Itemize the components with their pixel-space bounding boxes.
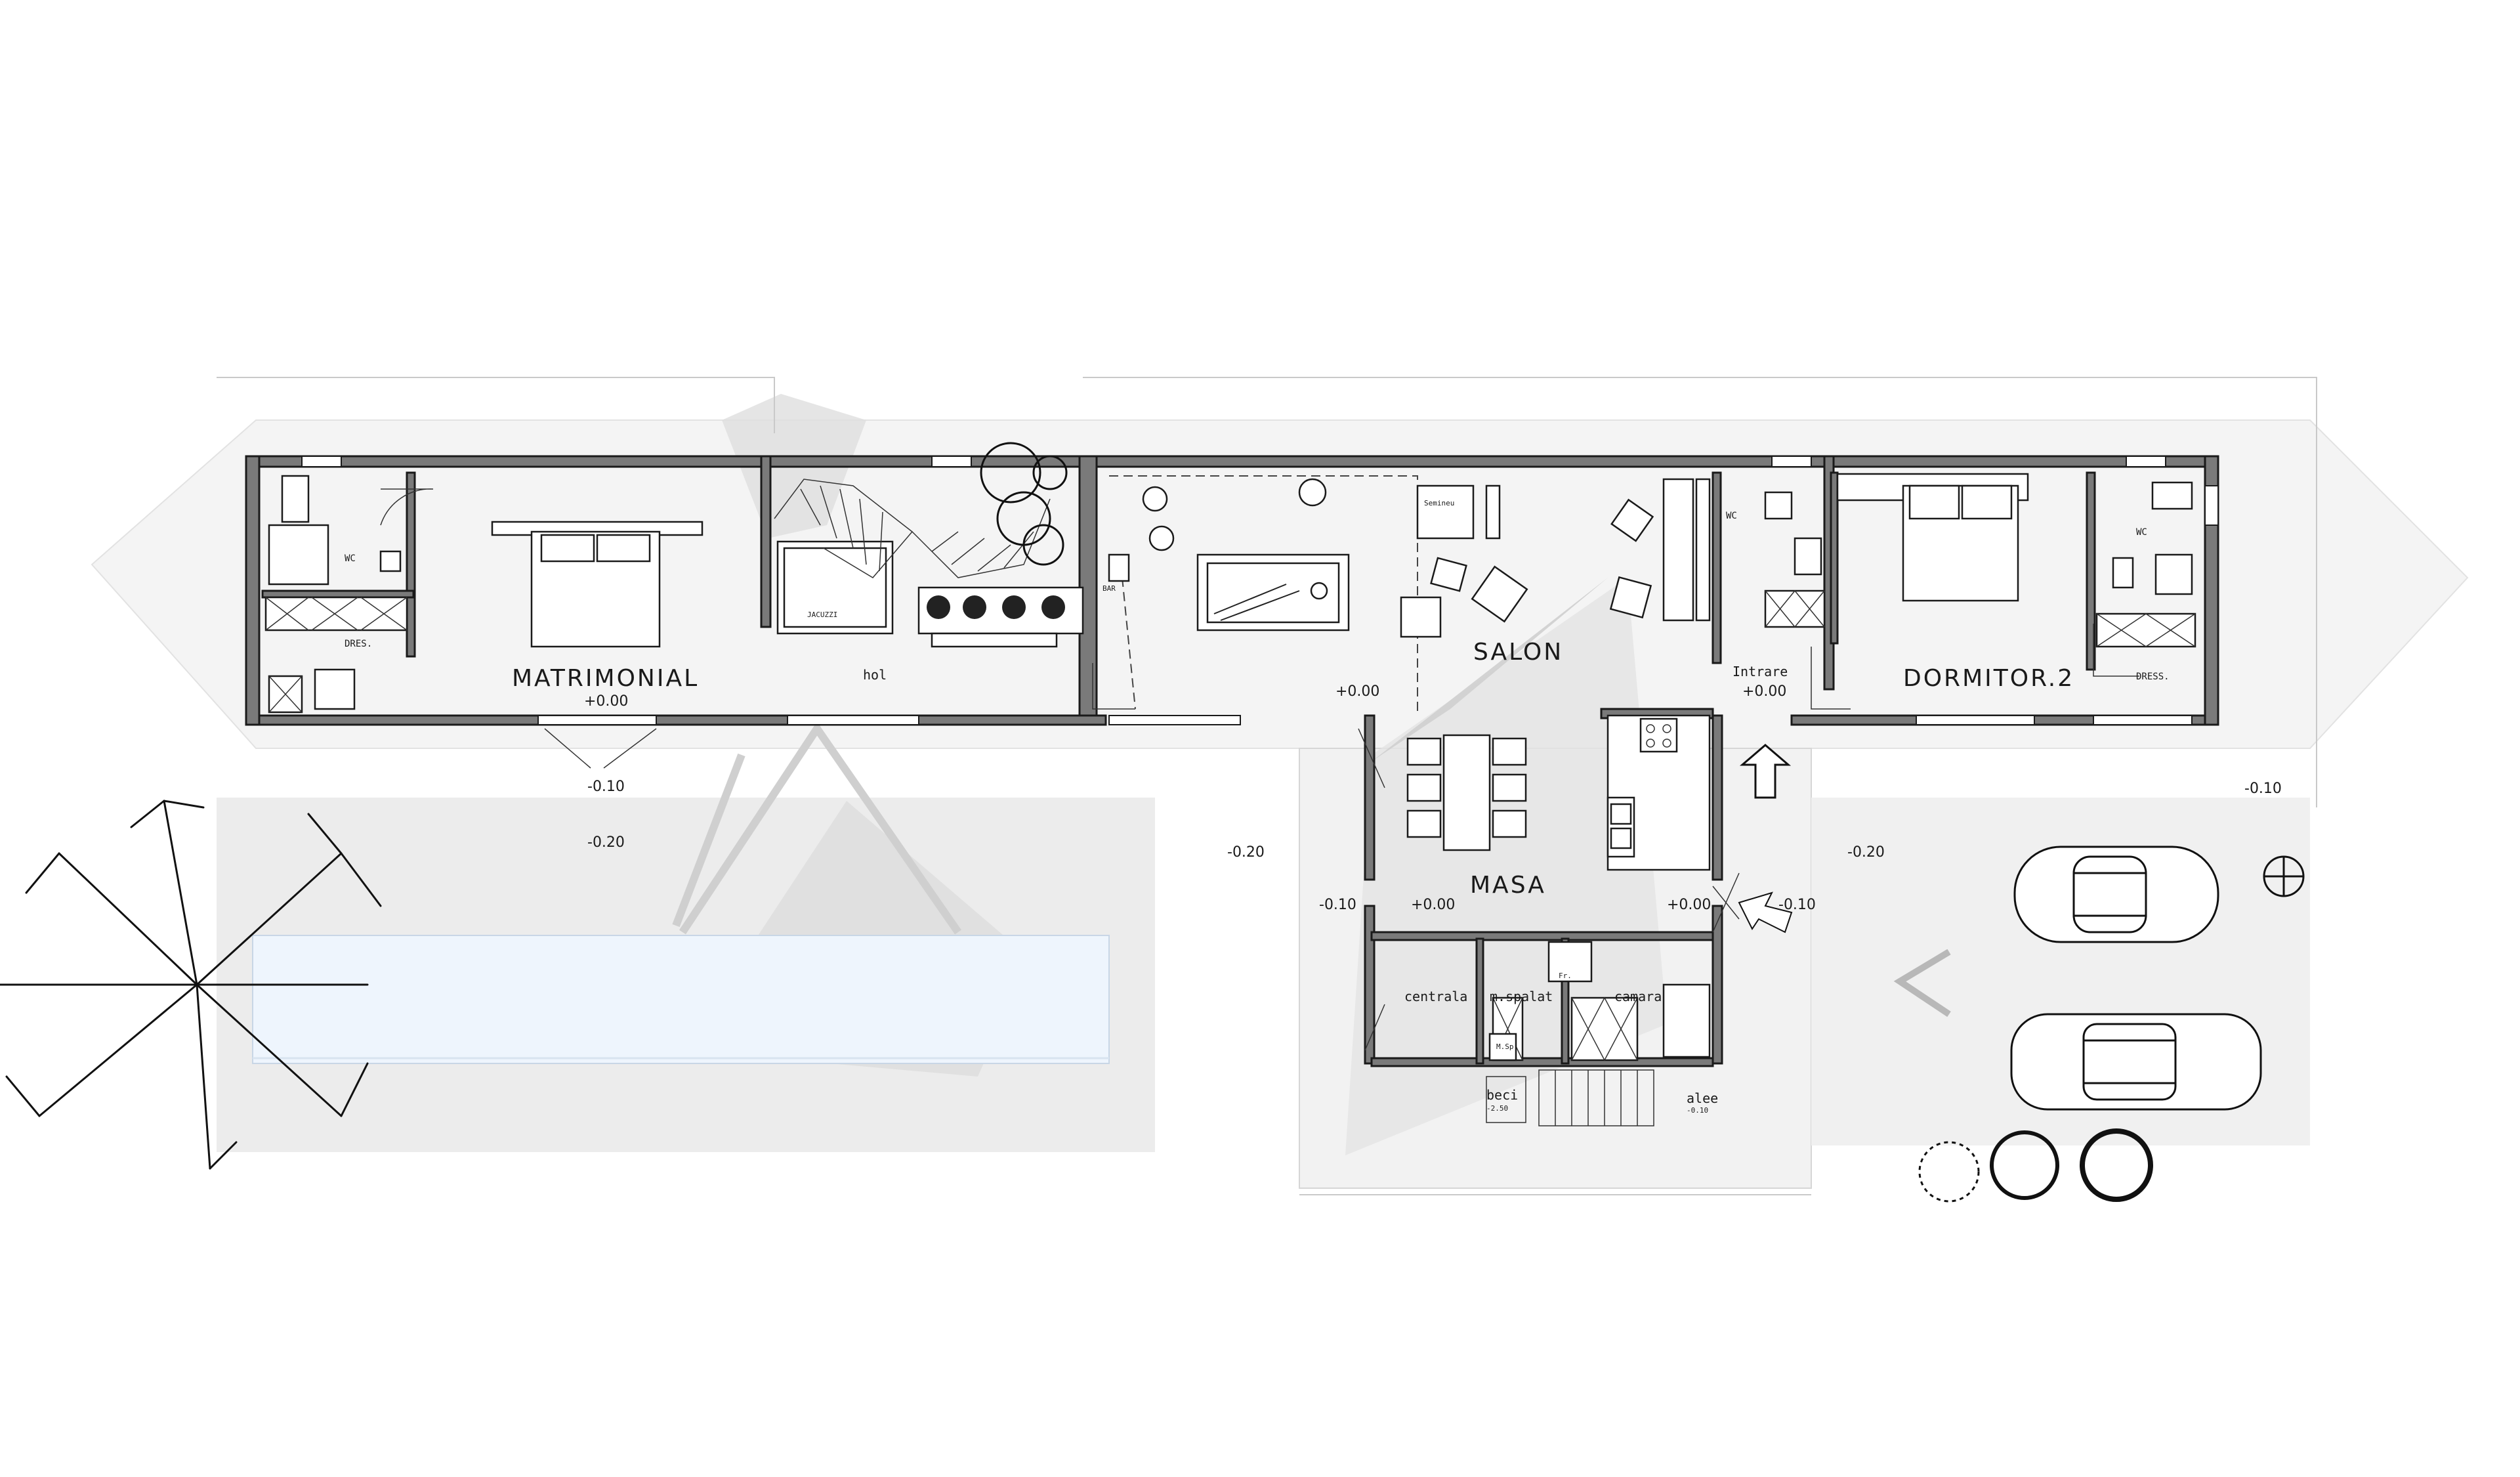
shrub-icon xyxy=(927,442,2153,1203)
label-msp: M.Sp. xyxy=(1496,1042,1518,1051)
zone-boundary-2 xyxy=(1122,577,1136,710)
label-masa: MASA xyxy=(1470,872,1546,899)
label-intrare: Intrare xyxy=(1732,664,1788,679)
entrance-arrow-icon xyxy=(1738,744,1793,933)
label-jacuzzi: JACUZZI xyxy=(807,610,837,619)
level-marks: +0.00 +0.00 +0.00 +0.00 +0.00 -0.10 -0.1… xyxy=(584,683,2282,1115)
level-alee: -0.10 xyxy=(1687,1106,1708,1115)
label-matrimonial: MATRIMONIAL xyxy=(512,665,699,692)
level-masa-side-right: -0.10 xyxy=(1778,897,1816,913)
furniture xyxy=(264,473,2196,1061)
chevron-left-icon xyxy=(1893,949,1951,1017)
level-pool-area: -0.20 xyxy=(587,834,625,851)
label-semineu: Semineu xyxy=(1424,499,1454,507)
label-dress-right: DRESS. xyxy=(2136,672,2170,682)
level-intrare: +0.00 xyxy=(1742,683,1786,700)
level-courtyard: -0.20 xyxy=(1227,844,1265,861)
label-bar: BAR xyxy=(1102,584,1116,593)
label-m-spalat: m.spalat xyxy=(1490,989,1553,1004)
level-parking: -0.20 xyxy=(1847,844,1885,861)
room-labels: MATRIMONIAL SALON DORMITOR.2 MASA hol JA… xyxy=(345,499,2170,1106)
tree-icon xyxy=(0,800,382,1170)
label-centrala: centrala xyxy=(1404,989,1467,1004)
label-wc-left: WC xyxy=(345,553,356,564)
level-matrimonial: +0.00 xyxy=(584,693,628,710)
label-fr: Fr. xyxy=(1559,972,1572,980)
label-dres-left: DRES. xyxy=(345,639,372,649)
level-masa-side-left: -0.10 xyxy=(1319,897,1356,913)
level-salon: +0.00 xyxy=(1335,683,1379,700)
exterior-steps xyxy=(1486,1069,1654,1126)
level-east-edge: -0.10 xyxy=(2244,781,2282,797)
car-top-icon xyxy=(2013,846,2219,943)
label-salon: SALON xyxy=(1473,639,1563,666)
label-dormitor2: DORMITOR.2 xyxy=(1903,665,2074,692)
level-terrace-left: -0.10 xyxy=(587,779,625,795)
pool xyxy=(252,935,1110,1064)
compass-icon xyxy=(2263,855,2305,897)
label-alee: alee xyxy=(1687,1090,1718,1106)
door-swings xyxy=(380,488,2139,1051)
label-camara: camara xyxy=(1614,989,1662,1004)
level-beci: -2.50 xyxy=(1486,1104,1508,1113)
label-wc-mid: WC xyxy=(1726,511,1737,521)
label-beci: beci xyxy=(1486,1087,1518,1103)
roof-ghost xyxy=(672,721,961,935)
level-masa-right: +0.00 xyxy=(1667,897,1711,913)
level-masa-left: +0.00 xyxy=(1411,897,1455,913)
label-wc-right: WC xyxy=(2136,527,2147,538)
label-hol: hol xyxy=(863,667,887,683)
windows xyxy=(301,456,2219,725)
car-top-icon xyxy=(2010,1013,2262,1111)
